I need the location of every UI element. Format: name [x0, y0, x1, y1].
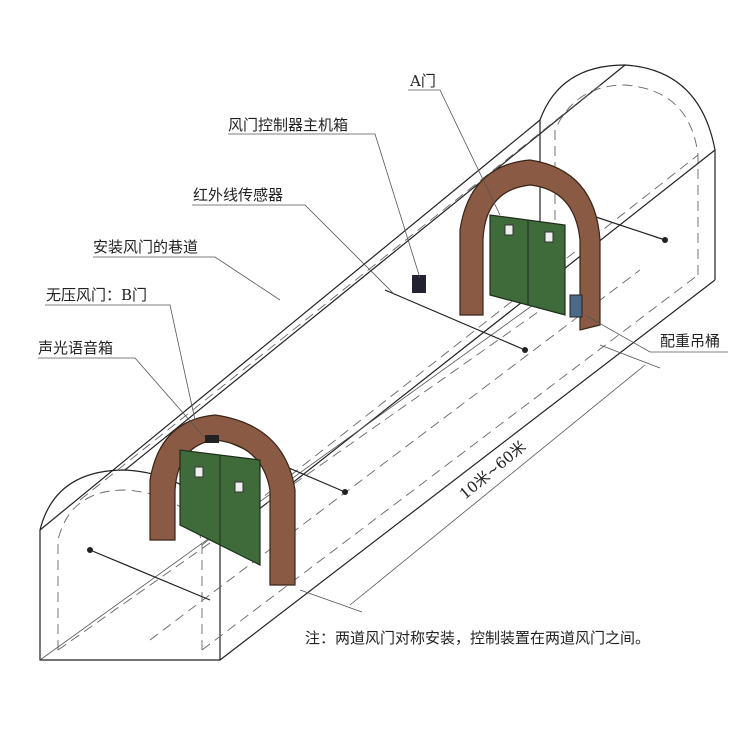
label-tunnel: 安装风门的巷道	[93, 238, 198, 256]
tunnel-floor-right	[219, 279, 716, 661]
sensor-dot	[342, 489, 348, 495]
installation-note: 注：两道风门对称安装，控制装置在两道风门之间。	[305, 629, 650, 647]
dimension-ext-2	[599, 344, 661, 369]
counterweight-bucket	[569, 294, 583, 318]
dimension-ext-1	[299, 589, 363, 613]
door-a	[459, 159, 601, 331]
leader-door-a	[408, 89, 501, 216]
leader-sound-box	[38, 357, 206, 439]
tunnel-dash-5	[149, 269, 641, 641]
sound-light-box	[205, 435, 219, 443]
sensor-dot	[87, 547, 93, 553]
label-infrared-sensor: 红外线传感器	[193, 186, 283, 204]
sensor-dot	[662, 237, 668, 243]
leader-counterweight	[584, 314, 728, 353]
tunnel-right-edge	[219, 149, 716, 541]
leader-door-b	[45, 304, 196, 421]
tunnel-top-edge	[124, 64, 626, 471]
tunnel-dash-4	[57, 299, 556, 651]
label-door-a: A门	[409, 72, 436, 90]
leader-controller	[228, 133, 421, 279]
tunnel-left-edge	[39, 119, 541, 531]
label-counterweight: 配重吊桶	[660, 332, 720, 350]
label-door-b: 无压风门：B门	[46, 286, 147, 304]
tunnel-dash-3	[201, 274, 699, 651]
controller-box	[412, 275, 426, 293]
back-arch-outer	[539, 64, 716, 300]
cable-a	[384, 289, 526, 351]
label-sound-light-box: 声光语音箱	[38, 339, 113, 357]
label-controller-box: 风门控制器主机箱	[228, 116, 348, 134]
door-b	[149, 414, 296, 586]
sensor-dot	[522, 347, 528, 353]
cable-front	[89, 549, 211, 601]
leader-sensor	[192, 204, 396, 296]
leader-tunnel	[93, 256, 281, 301]
cable-back	[589, 214, 666, 241]
front-arch-inner	[57, 489, 203, 650]
back-arch-inner	[554, 84, 699, 300]
dimension-line	[349, 364, 646, 606]
